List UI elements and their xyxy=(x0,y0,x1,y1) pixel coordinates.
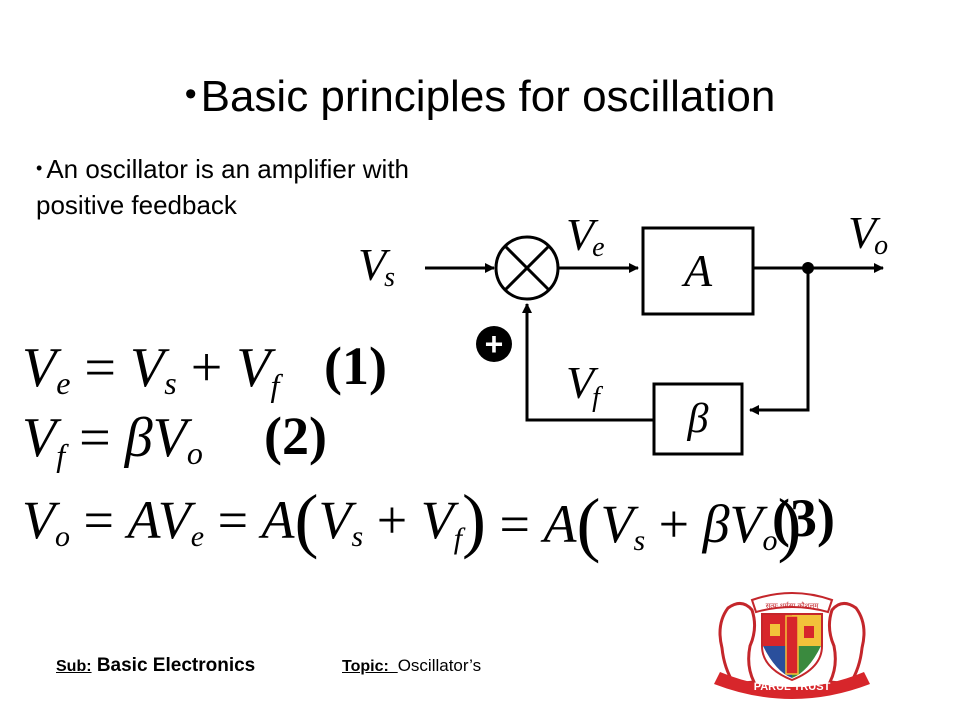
plus-sign-badge: + xyxy=(476,326,512,362)
label-ve: Ve xyxy=(566,209,605,263)
slide-title: •Basic principles for oscillation xyxy=(0,66,960,125)
footer-topic-label: Topic: xyxy=(342,658,398,675)
title-text: Basic principles for oscillation xyxy=(200,72,776,121)
svg-text:+: + xyxy=(485,326,504,362)
amplifier-label: A xyxy=(681,245,713,296)
wire-feedback-out xyxy=(522,303,654,422)
feedback-block xyxy=(652,382,744,456)
equation-2-number: (2) xyxy=(264,406,327,466)
equation-3: Vo = AVe = A(Vs + Vf) = A(Vs + βVo) xyxy=(22,480,802,564)
subpoint-line-1: An oscillator is an amplifier with xyxy=(46,154,410,184)
footer-sub-label: Sub: xyxy=(56,658,92,675)
left-lion-icon xyxy=(718,602,757,686)
equation-1-number: (1) xyxy=(324,336,387,396)
equation-3-number: (3) xyxy=(772,488,835,548)
right-lion-icon xyxy=(827,602,866,686)
book-icon xyxy=(770,624,780,636)
footer-topic: Topic: Oscillator’s xyxy=(342,654,481,679)
footer-sub-value: Basic Electronics xyxy=(96,655,256,676)
footer-topic-value: Oscillator’s xyxy=(397,656,482,675)
label-vo: Vo xyxy=(848,207,888,261)
motto-scroll xyxy=(750,592,834,614)
torch-icon xyxy=(804,626,814,638)
footer-subject: Sub: Basic Electronics xyxy=(56,654,255,679)
logo-banner xyxy=(714,672,870,699)
logo-motto: सत्यः धर्मस्य कौशलम् xyxy=(766,601,820,610)
label-vs: Vs xyxy=(358,239,395,293)
equation-2: Vf = βVo xyxy=(22,407,203,473)
feedback-label: β xyxy=(687,396,709,442)
summing-junction xyxy=(494,235,560,301)
subpoint: •An oscillator is an amplifier with posi… xyxy=(36,150,556,223)
equation-1: Ve = Vs + Vf xyxy=(22,337,284,403)
parul-trust-logo: सत्यः धर्मस्य कौशलम् PARUL TRUST xyxy=(714,592,870,699)
title-bullet: • xyxy=(184,75,197,113)
logo-banner-text: PARUL TRUST xyxy=(754,681,831,693)
amplifier-block xyxy=(641,226,755,316)
subpoint-bullet: • xyxy=(36,158,43,178)
subpoint-line-2: positive feedback xyxy=(36,190,237,220)
wire-feedback-in xyxy=(749,268,810,415)
label-vf: Vf xyxy=(566,357,603,413)
